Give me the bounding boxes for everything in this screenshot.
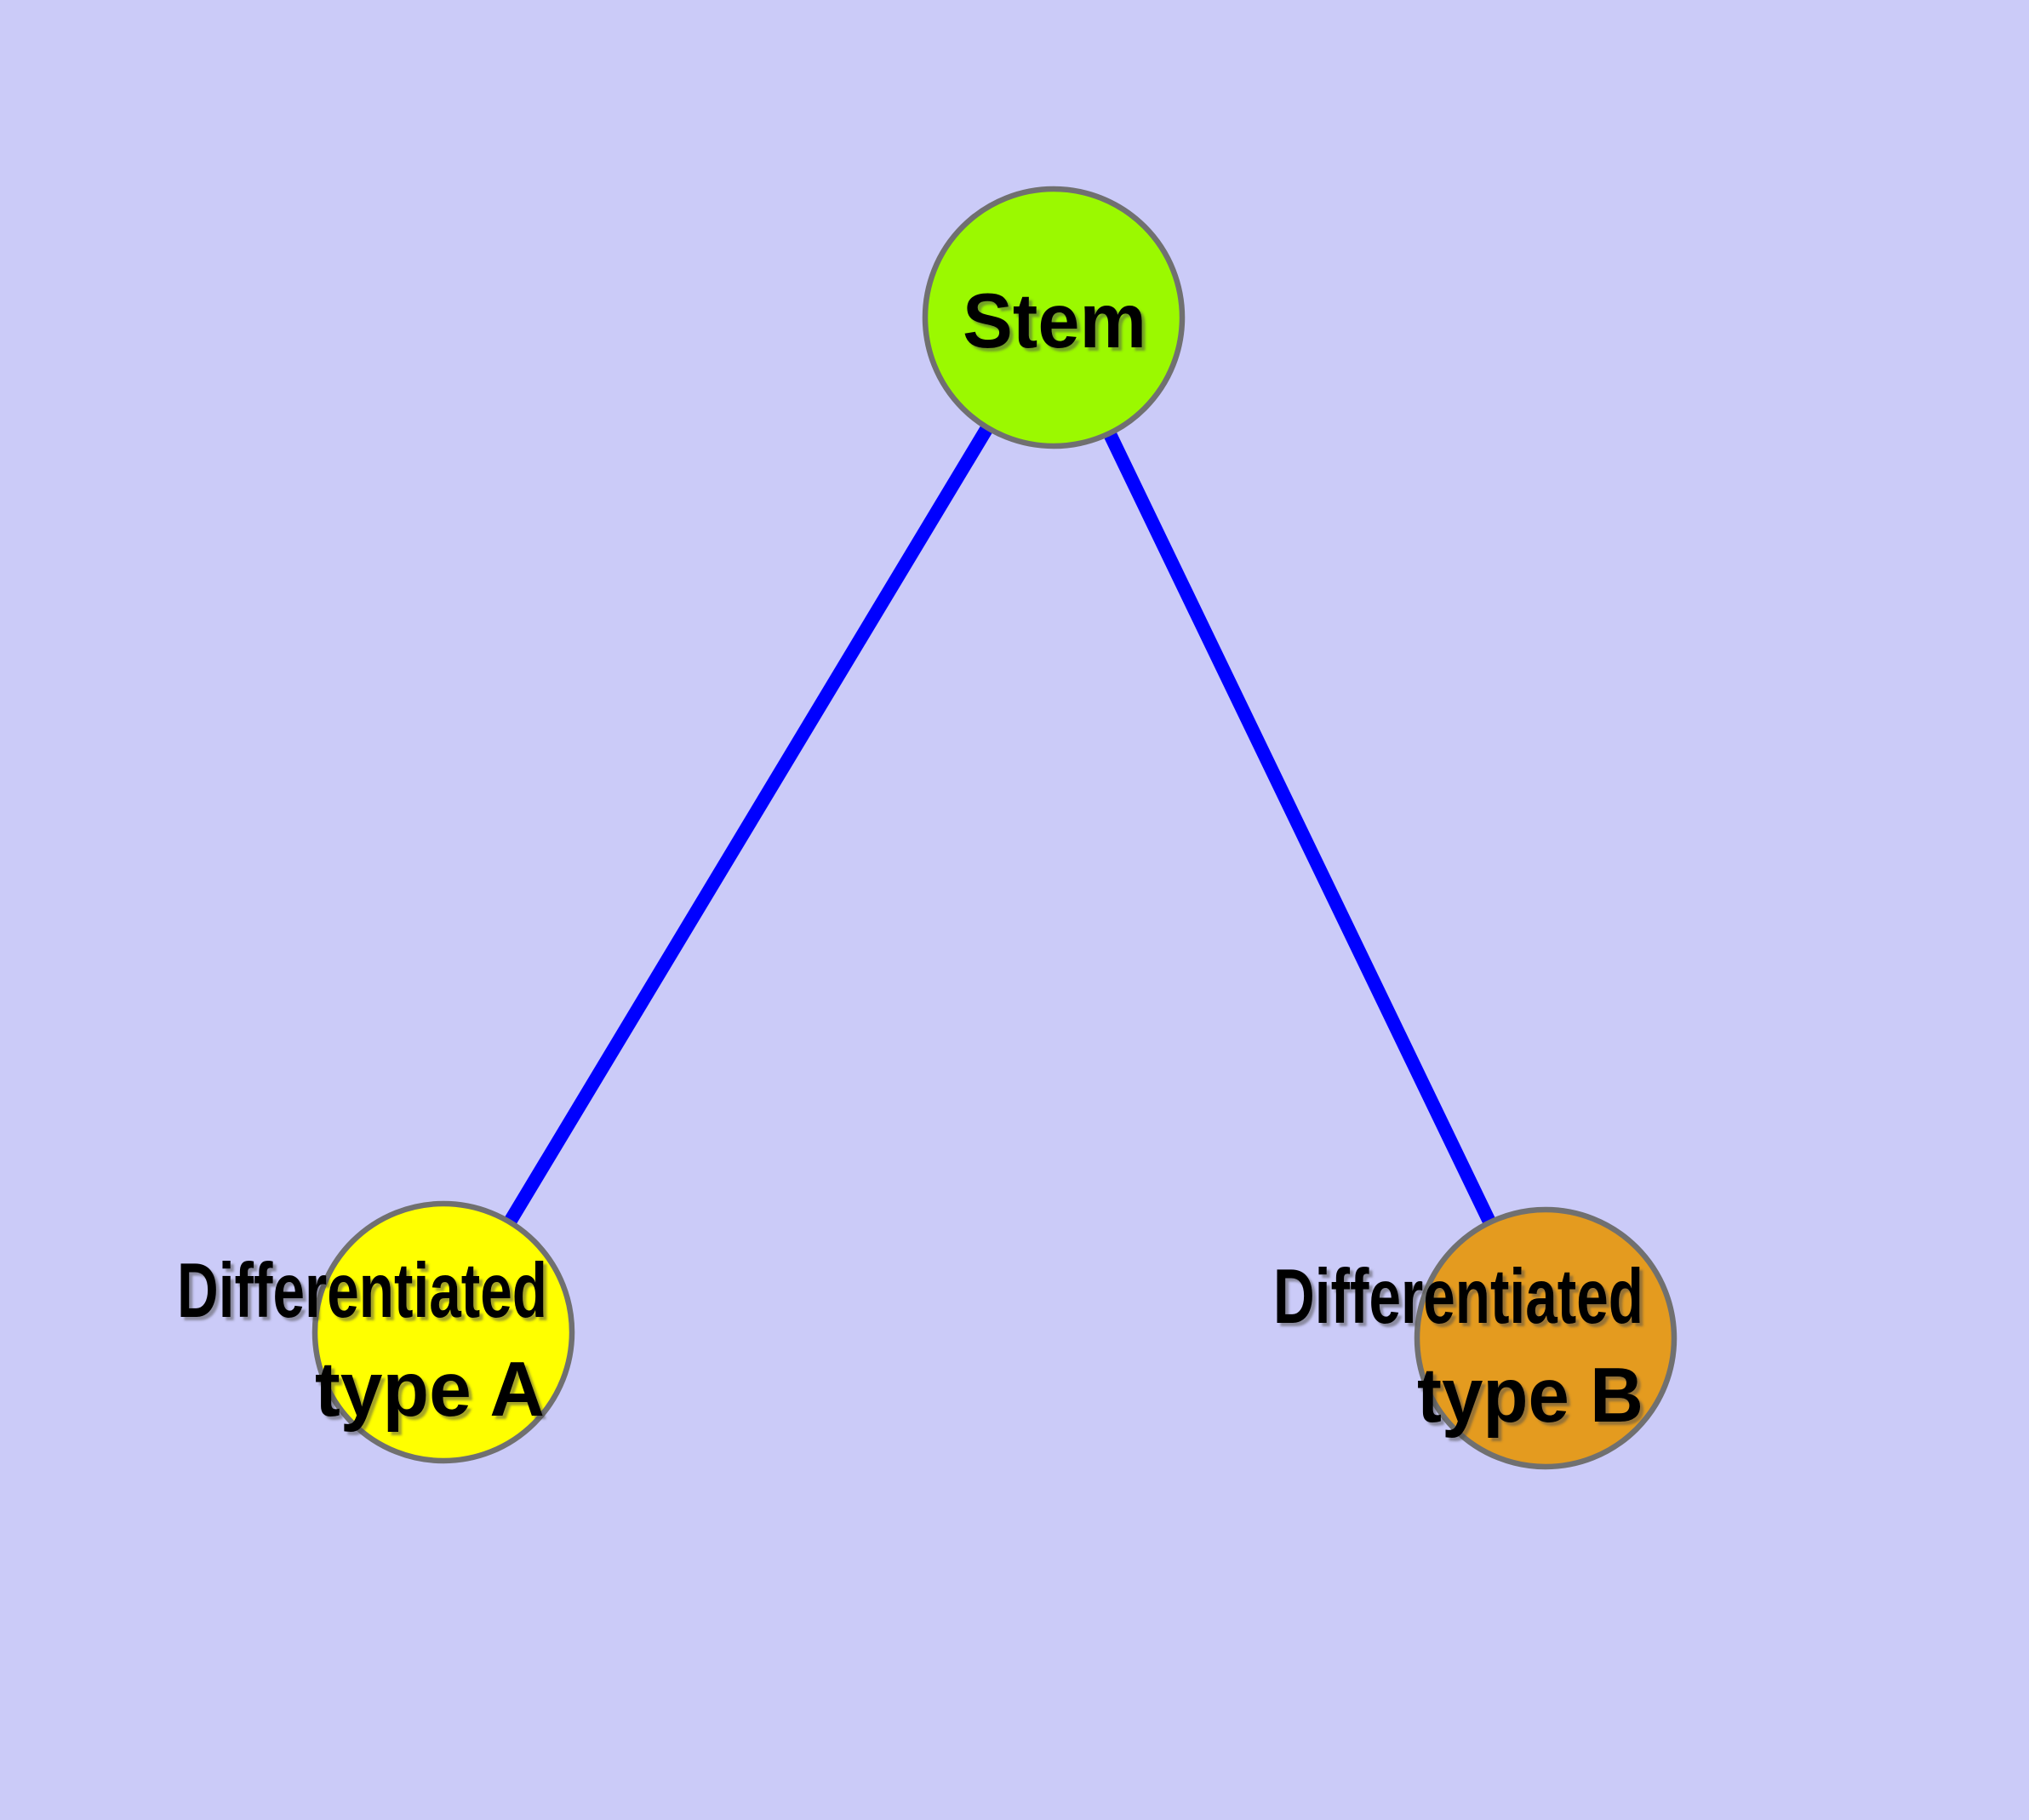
label-group: Stem Differentiated type A Differentiate… bbox=[177, 278, 1643, 1439]
edge-stem-to-type-a bbox=[437, 313, 1060, 1336]
node-type-b-circle bbox=[1414, 1206, 1677, 1470]
node-type-b-label-line1: Differentiated bbox=[1273, 1254, 1643, 1340]
node-type-a-circle bbox=[311, 1200, 575, 1464]
edge-group bbox=[437, 313, 1552, 1342]
node-stem-circle bbox=[922, 186, 1186, 449]
node-type-a-label-line1: Differentiated bbox=[177, 1248, 547, 1334]
node-type-b-label-line2: type B bbox=[1417, 1353, 1643, 1439]
node-type-a-label-line2: type A bbox=[315, 1347, 545, 1433]
node-group bbox=[311, 186, 1677, 1470]
node-stem-label: Stem bbox=[963, 278, 1146, 364]
edge-stem-to-type-b bbox=[1047, 314, 1552, 1342]
